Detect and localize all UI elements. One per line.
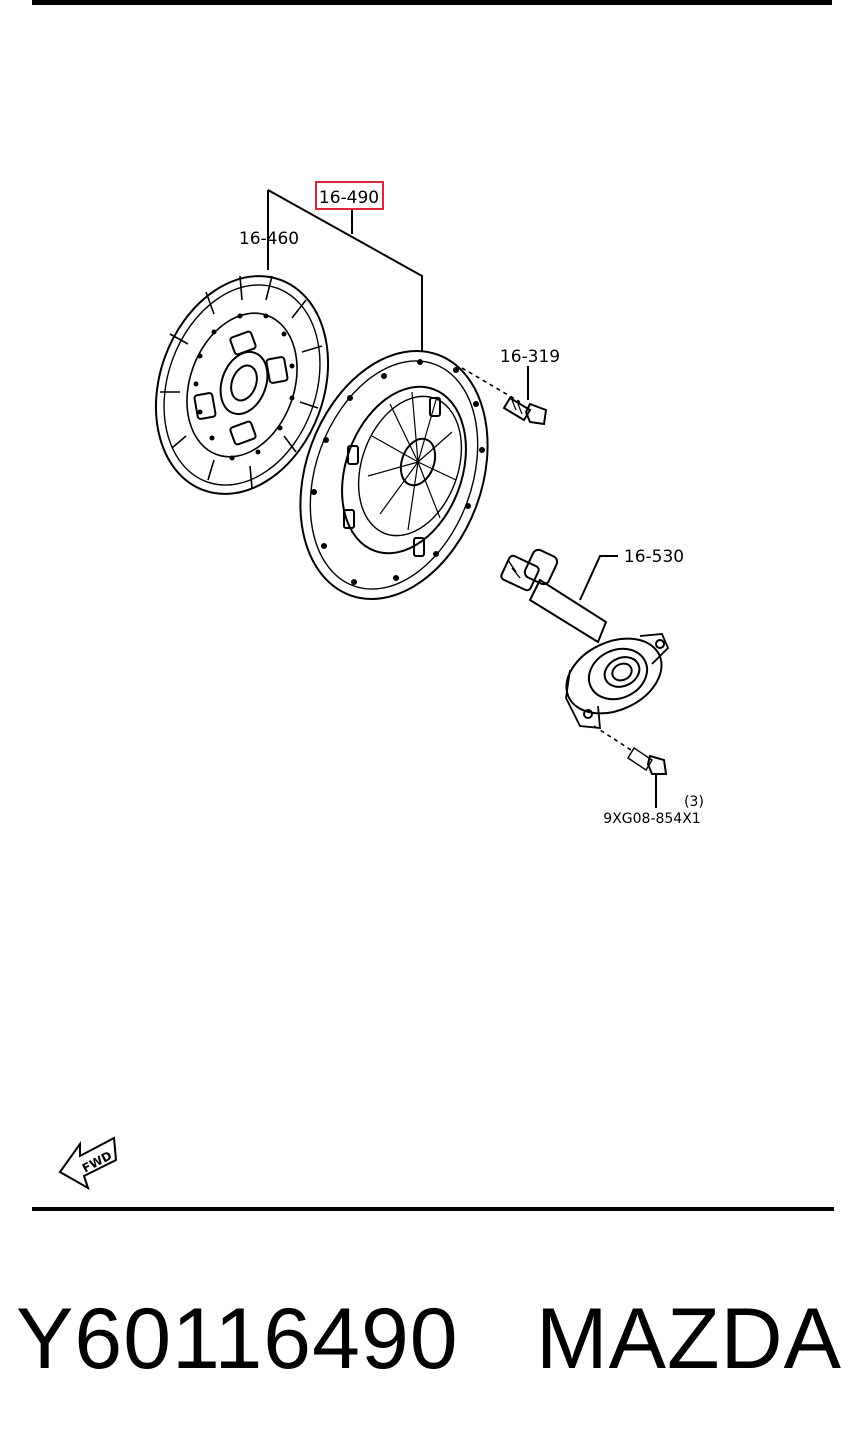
callout-bolt-quantity: (3)	[684, 794, 704, 810]
callout-16-319[interactable]: 16-319	[500, 347, 560, 367]
footer-brand: MAZDA	[536, 1291, 842, 1387]
bottom-border	[32, 1207, 834, 1211]
forward-arrow-icon: FWD	[58, 1136, 118, 1191]
callout-9xg08-854x1[interactable]: 9XG08-854X1	[603, 811, 700, 827]
leader-lines	[267, 189, 657, 808]
bolt-16-319-illustration	[502, 396, 548, 426]
clutch-disc-illustration	[154, 275, 330, 495]
bolt-16-319-leader-dashed	[461, 367, 521, 403]
callout-16-530[interactable]: 16-530	[624, 547, 684, 567]
bolt-9xg08-illustration	[627, 747, 668, 775]
top-border	[32, 0, 832, 5]
callout-16-490-highlight	[315, 181, 384, 210]
callout-16-490[interactable]: 16-490	[319, 188, 379, 208]
callout-16-460[interactable]: 16-460	[239, 229, 299, 249]
pressure-plate-illustration	[299, 350, 489, 600]
release-cylinder-illustration	[500, 548, 670, 730]
bolt-9xg08-leader-dashed	[593, 725, 635, 753]
footer-part-number: Y60116490	[16, 1291, 459, 1387]
